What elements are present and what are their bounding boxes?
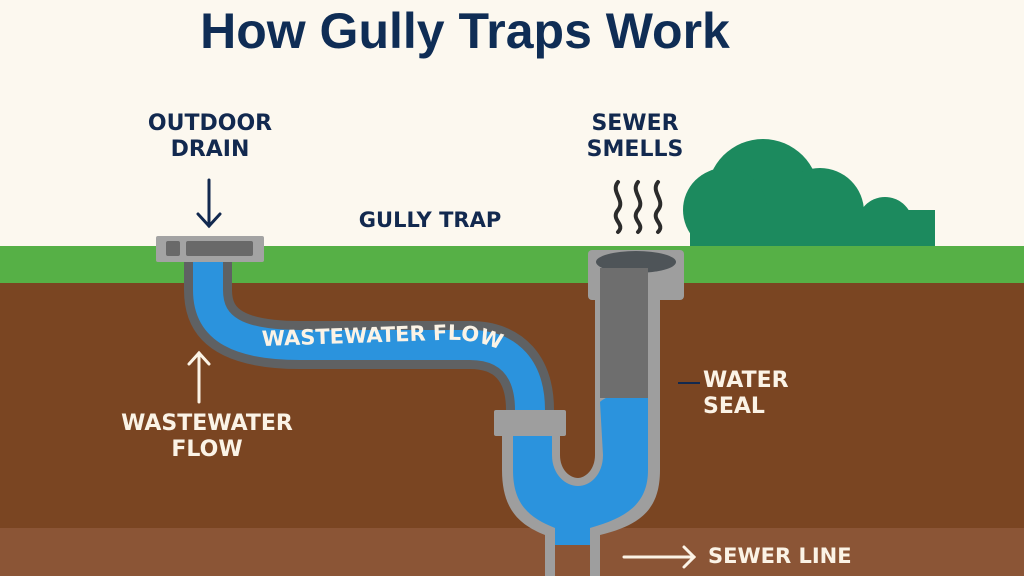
outdoor-drain-line2: DRAIN: [170, 137, 250, 163]
right-arrow-icon: [622, 545, 697, 569]
deep-soil: [0, 528, 1024, 576]
gully-trap-label: GULLY TRAP: [358, 208, 502, 232]
grass: [0, 246, 1024, 283]
trap-coupling: [494, 410, 566, 436]
drain-grate: [156, 236, 264, 262]
water-seal-line2: SEAL: [703, 394, 765, 420]
riser-opening: [596, 251, 676, 273]
down-arrow-icon: [196, 178, 222, 229]
outdoor-drain-line1: OUTDOOR: [147, 111, 273, 136]
wastewater-flow-line2: FLOW: [171, 437, 243, 463]
water-seal-line1: WATER: [703, 368, 789, 393]
sewer-smells-line1: SEWER: [591, 111, 679, 136]
water-seal-label: WATER SEAL: [703, 368, 789, 421]
wastewater-flow-line1: WASTEWATER: [121, 411, 293, 436]
u-trap: [502, 290, 660, 576]
sewer-line-label: SEWER LINE: [708, 544, 852, 568]
up-arrow-icon: [187, 350, 211, 404]
sewer-smells-label: SEWER SMELLS: [570, 111, 700, 164]
odor-waves-icon: [613, 180, 663, 234]
sewer-smells-line2: SMELLS: [586, 137, 684, 163]
inlet-water: [193, 258, 545, 430]
outdoor-drain-label: OUTDOOR DRAIN: [130, 111, 290, 164]
bush: [683, 139, 935, 256]
page-title: How Gully Traps Work: [200, 3, 730, 59]
wastewater-flow-label: WASTEWATER FLOW: [112, 411, 302, 464]
